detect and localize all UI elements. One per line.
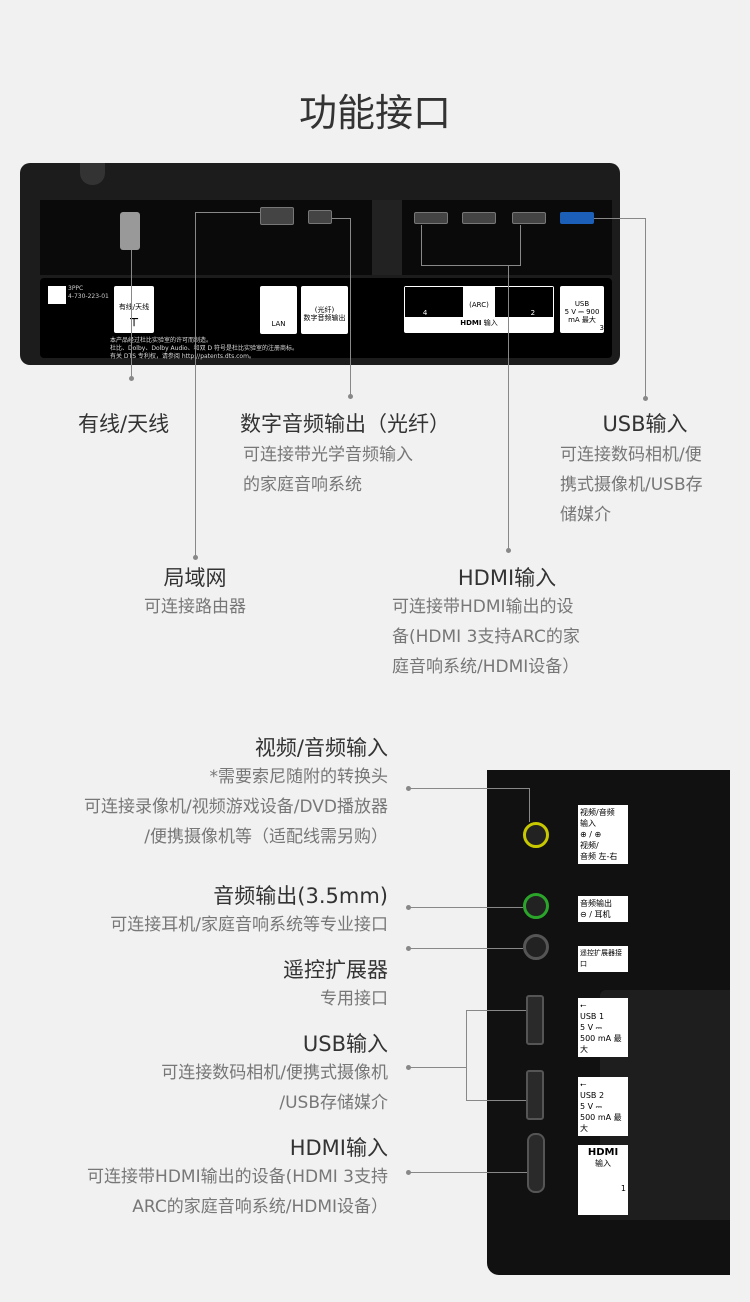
usb-spec: 5 V ⎓ 900 mA 最大 [564,308,600,324]
notice-line: 有关 DTS 专利权，请参阅 http://patents.dts.com。 [110,353,255,360]
desc-line: 可连接带HDMI输出的设备(HDMI 3支持 [87,1167,388,1187]
desc-line: 庭音响系统/HDMI设备） [392,657,580,677]
hdmi-num: 1 [620,1184,626,1193]
usb-port-3 [560,212,594,224]
usb-port-2 [526,1070,544,1120]
desc-line: 的家庭音响系统 [243,475,362,495]
callout-lan-desc: 可连接路由器 [144,597,246,617]
label-line: 输入 [595,1159,611,1168]
optical-label: (光纤)数字音频输出 [301,286,348,334]
label-line: USB 2 [580,1091,605,1100]
label-line: 音频 左-右 [580,852,618,861]
label-line: 500 mA 最大 [580,1113,622,1133]
usb-port-1 [526,995,544,1045]
desc-line: 储媒介 [560,505,611,525]
hdmi-port-4 [414,212,448,224]
page-title: 功能接口 [298,91,451,135]
label-line: USB 1 [580,1012,605,1021]
qr-text: 3PPC [68,285,84,292]
label-line: 输入 [580,819,596,828]
hdmi-port-3 [462,212,496,224]
usb-label-text: USB [574,300,590,308]
callout-usb-title: USB输入 [602,412,688,436]
callout-optical-desc: 可连接带光学音频输入的家庭音响系统 [243,440,450,500]
ir-label: 遥控扩展器接口 [578,946,628,972]
desc-line: 可连接录像机/视频游戏设备/DVD播放器 [84,797,388,817]
side-ir-title: 遥控扩展器 [283,958,388,982]
side-av-desc: *需要索尼随附的转换头可连接录像机/视频游戏设备/DVD播放器/便携摄像机等（适… [84,762,388,852]
callout-hdmi-title: HDMI输入 [457,566,557,590]
audio-out-jack [523,893,549,919]
label-line: ⊖ / 耳机 [580,910,611,919]
hdmi-label: 4 (ARC) 2 HDMI 输入 [404,286,554,333]
label-line: 视频/音频 [580,808,615,817]
desc-line: ARC的家庭音响系统/HDMI设备） [132,1197,388,1217]
side-audio-desc: 可连接耳机/家庭音响系统等专业接口 [110,915,388,935]
side-hdmi-desc: 可连接带HDMI输出的设备(HDMI 3支持 ARC的家庭音响系统/HDMI设备） [87,1162,388,1222]
side-usb-title: USB输入 [302,1032,388,1056]
screw-icon [80,163,105,185]
label-line: 500 mA 最大 [580,1034,622,1054]
hdmi-num: 2 [530,309,536,317]
callout-antenna-title: 有线/天线 [78,412,170,436]
optical-label-text: (光纤) [314,306,335,314]
hdmi-num: 4 [422,309,428,317]
desc-line: 携式摄像机/USB存 [560,475,703,495]
qr-text: 4-730-223-01 [68,293,109,300]
notice-line: 本产品经过杜比实验室的许可而制造。 [110,337,213,344]
ir-blaster-jack [523,934,549,960]
av-in-label: 视频/音频输入 ⊕ / ⊕ 视频/音频 左-右 [578,805,628,864]
label-line: 音频输出 [580,899,612,908]
lan-label: LAN [260,286,297,334]
qr-code [48,286,66,304]
callout-optical-title: 数字音频输出（光纤） [240,412,450,436]
av-input-jack [523,822,549,848]
desc-line: /便携摄像机等（适配线需另购） [144,827,388,847]
callout-lan-title: 局域网 [163,566,227,590]
optical-port [308,210,332,224]
antenna-label: 有线/天线┬ [114,286,154,333]
hdmi-port-1 [527,1133,545,1193]
hdmi-logo: HDMI [587,1147,619,1158]
desc-line: 可连接数码相机/便携式摄像机 [161,1063,388,1083]
usb-num: 3 [599,324,604,332]
desc-line: 可连接数码相机/便 [560,445,702,465]
dolby-notice: 本产品经过杜比实验室的许可而制造。杜比、Dolby、Dolby Audio、和双… [110,337,298,361]
label-line: 视频/ [580,841,599,850]
label-line: ⊕ / ⊕ [580,830,602,839]
side-usb-desc: 可连接数码相机/便携式摄像机/USB存储媒介 [161,1058,388,1118]
side-av-title: 视频/音频输入 [254,736,388,760]
hdmi-port-2 [512,212,546,224]
side-hdmi-title: HDMI输入 [289,1136,388,1160]
hdmi-arc: (ARC) [463,287,495,317]
hdmi-logo: HDMI [460,319,482,327]
desc-line: 可连接带光学音频输入 [243,445,413,465]
callout-hdmi-desc: 可连接带HDMI输出的设备(HDMI 3支持ARC的家庭音响系统/HDMI设备） [392,592,632,682]
side-ir-desc: 专用接口 [320,989,388,1009]
notice-line: 杜比、Dolby、Dolby Audio、和双 D 符号是杜比实验室的注册商标。 [110,345,299,352]
desc-line: /USB存储媒介 [279,1093,388,1113]
antenna-port [120,212,140,250]
lan-port [260,207,294,225]
label-line: 5 V ⎓ [580,1023,603,1032]
callout-usb-desc: 可连接数码相机/便携式摄像机/USB存储媒介 [560,440,740,530]
label-line: 5 V ⎓ [580,1102,603,1111]
desc-line: 可连接带HDMI输出的设 [392,597,574,617]
optical-label-text2: 数字音频输出 [303,314,346,322]
desc-line: 备(HDMI 3支持ARC的家 [392,627,580,647]
desc-line: *需要索尼随附的转换头 [209,767,389,787]
antenna-label-text: 有线/天线 [118,303,150,311]
stand-bracket [372,200,402,275]
side-audio-title: 音频输出(3.5mm) [213,884,388,908]
audio-out-label: 音频输出 ⊖ / 耳机 [578,896,628,922]
hdmi-input-text: 输入 [483,319,498,327]
